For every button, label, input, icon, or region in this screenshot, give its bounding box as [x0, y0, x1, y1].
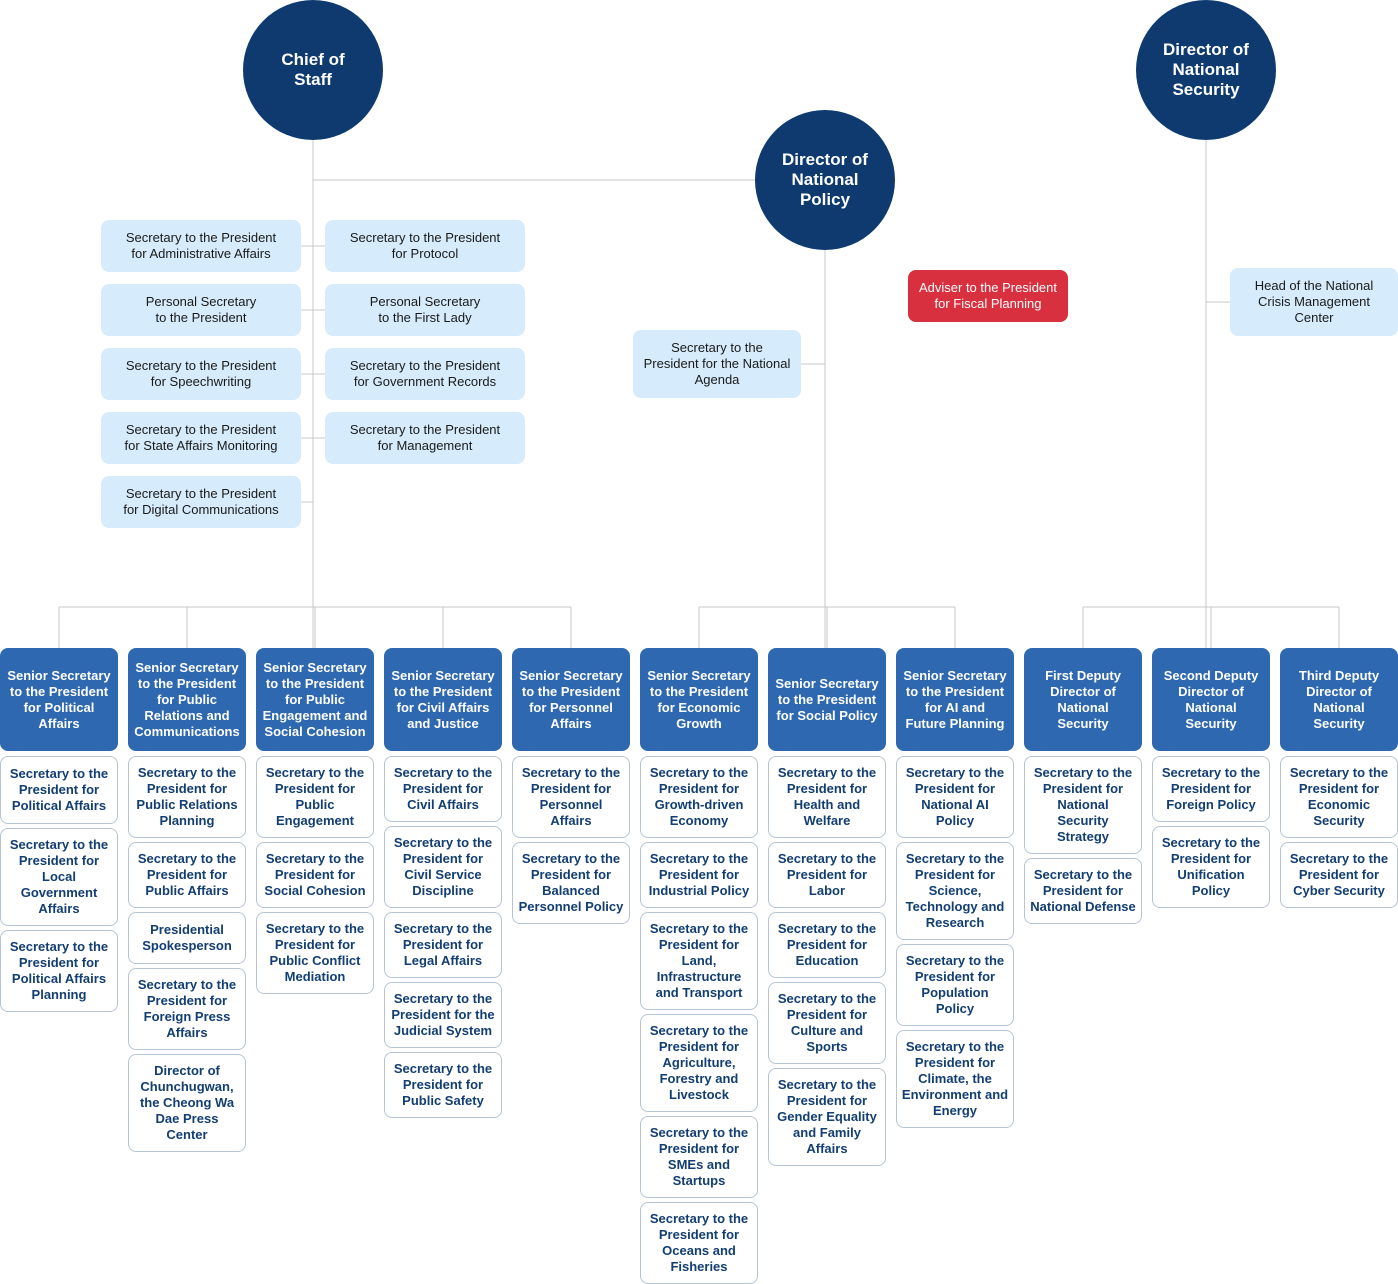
secretary-box: Secretary to the President for Industria… — [640, 842, 758, 908]
chief-secretary-box: Secretary to the President for Speechwri… — [101, 348, 301, 400]
secretary-box: Secretary to the President for Gender Eq… — [768, 1068, 886, 1166]
chief-secretary-box: Secretary to the President for Administr… — [101, 220, 301, 272]
director-national-policy-node: Director of National Policy — [755, 110, 895, 250]
secretary-box: Secretary to the President for Cyber Sec… — [1280, 842, 1398, 908]
secretary-box: Presidential Spokesperson — [128, 912, 246, 964]
secretary-box: Secretary to the President for Foreign P… — [128, 968, 246, 1050]
secretary-box: Secretary to the President for Public Re… — [128, 756, 246, 838]
secretary-box: Secretary to the President for Civil Aff… — [384, 756, 502, 822]
secretary-box: Secretary to the President for National … — [1024, 858, 1142, 924]
chief-secretary-box: Secretary to the President for Digital C… — [101, 476, 301, 528]
senior-secretary-box: Second Deputy Director of National Secur… — [1152, 648, 1270, 751]
secretary-box: Secretary to the President for Political… — [0, 930, 118, 1012]
crisis-center-head-box: Head of the National Crisis Management C… — [1230, 268, 1398, 336]
secretary-box: Secretary to the President for Culture a… — [768, 982, 886, 1064]
secretary-box: Secretary to the President for Foreign P… — [1152, 756, 1270, 822]
senior-secretary-box: Senior Secretary to the President for So… — [768, 648, 886, 751]
secretary-box: Secretary to the President for Agricultu… — [640, 1014, 758, 1112]
secretary-box: Secretary to the President for Social Co… — [256, 842, 374, 908]
secretary-box: Secretary to the President for Growth-dr… — [640, 756, 758, 838]
chief-secretary-box: Secretary to the President for State Aff… — [101, 412, 301, 464]
secretary-box: Secretary to the President for Oceans an… — [640, 1202, 758, 1284]
senior-secretary-box: Senior Secretary to the President for Po… — [0, 648, 118, 751]
node-title: Director of National Security — [1163, 40, 1249, 99]
senior-secretary-box: Senior Secretary to the President for AI… — [896, 648, 1014, 751]
chief-secretary-box: Secretary to the President for Managemen… — [325, 412, 525, 464]
secretary-box: Secretary to the President for Economic … — [1280, 756, 1398, 838]
secretary-box: Secretary to the President for Legal Aff… — [384, 912, 502, 978]
secretary-box: Secretary to the President for Public Co… — [256, 912, 374, 994]
secretary-box: Secretary to the President for Labor — [768, 842, 886, 908]
senior-secretary-box: Third Deputy Director of National Securi… — [1280, 648, 1398, 751]
secretary-box: Secretary to the President for Balanced … — [512, 842, 630, 924]
senior-secretary-box: Senior Secretary to the President for Pu… — [256, 648, 374, 751]
senior-secretary-box: Senior Secretary to the President for Ec… — [640, 648, 758, 751]
secretary-box: Secretary to the President for Political… — [0, 756, 118, 824]
secretary-box: Secretary to the President for Science, … — [896, 842, 1014, 940]
secretary-box: Secretary to the President for Public En… — [256, 756, 374, 838]
secretary-box: Secretary to the President for National … — [896, 756, 1014, 838]
secretary-box: Secretary to the President for Civil Ser… — [384, 826, 502, 908]
national-agenda-secretary-box: Secretary to the President for the Natio… — [633, 330, 801, 398]
fiscal-adviser-box: Adviser to the President for Fiscal Plan… — [908, 270, 1068, 322]
node-title: Director of National Policy — [782, 150, 868, 209]
director-national-security-node: Director of National Security — [1136, 0, 1276, 140]
secretary-box: Secretary to the President for the Judic… — [384, 982, 502, 1048]
chief-of-staff-node: Chief of Staff — [243, 0, 383, 140]
senior-secretary-box: First Deputy Director of National Securi… — [1024, 648, 1142, 751]
secretary-box: Secretary to the President for Local Gov… — [0, 828, 118, 926]
secretary-box: Secretary to the President for Public Af… — [128, 842, 246, 908]
secretary-box: Secretary to the President for Education — [768, 912, 886, 978]
secretary-box: Director of Chunchugwan, the Cheong Wa D… — [128, 1054, 246, 1152]
chief-secretary-box: Secretary to the President for Governmen… — [325, 348, 525, 400]
secretary-box: Secretary to the President for National … — [1024, 756, 1142, 854]
secretary-box: Secretary to the President for Personnel… — [512, 756, 630, 838]
secretary-box: Secretary to the President for Health an… — [768, 756, 886, 838]
secretary-box: Secretary to the President for Land, Inf… — [640, 912, 758, 1010]
node-title: Chief of Staff — [281, 50, 345, 89]
secretary-box: Secretary to the President for Unificati… — [1152, 826, 1270, 908]
senior-secretary-box: Senior Secretary to the President for Ci… — [384, 648, 502, 751]
chief-secretary-box: Secretary to the President for Protocol — [325, 220, 525, 272]
secretary-box: Secretary to the President for Climate, … — [896, 1030, 1014, 1128]
chief-secretary-box: Personal Secretary to the First Lady — [325, 284, 525, 336]
chief-secretary-box: Personal Secretary to the President — [101, 284, 301, 336]
senior-secretary-box: Senior Secretary to the President for Pu… — [128, 648, 246, 751]
secretary-box: Secretary to the President for SMEs and … — [640, 1116, 758, 1198]
secretary-box: Secretary to the President for Public Sa… — [384, 1052, 502, 1118]
senior-secretary-box: Senior Secretary to the President for Pe… — [512, 648, 630, 751]
secretary-box: Secretary to the President for Populatio… — [896, 944, 1014, 1026]
